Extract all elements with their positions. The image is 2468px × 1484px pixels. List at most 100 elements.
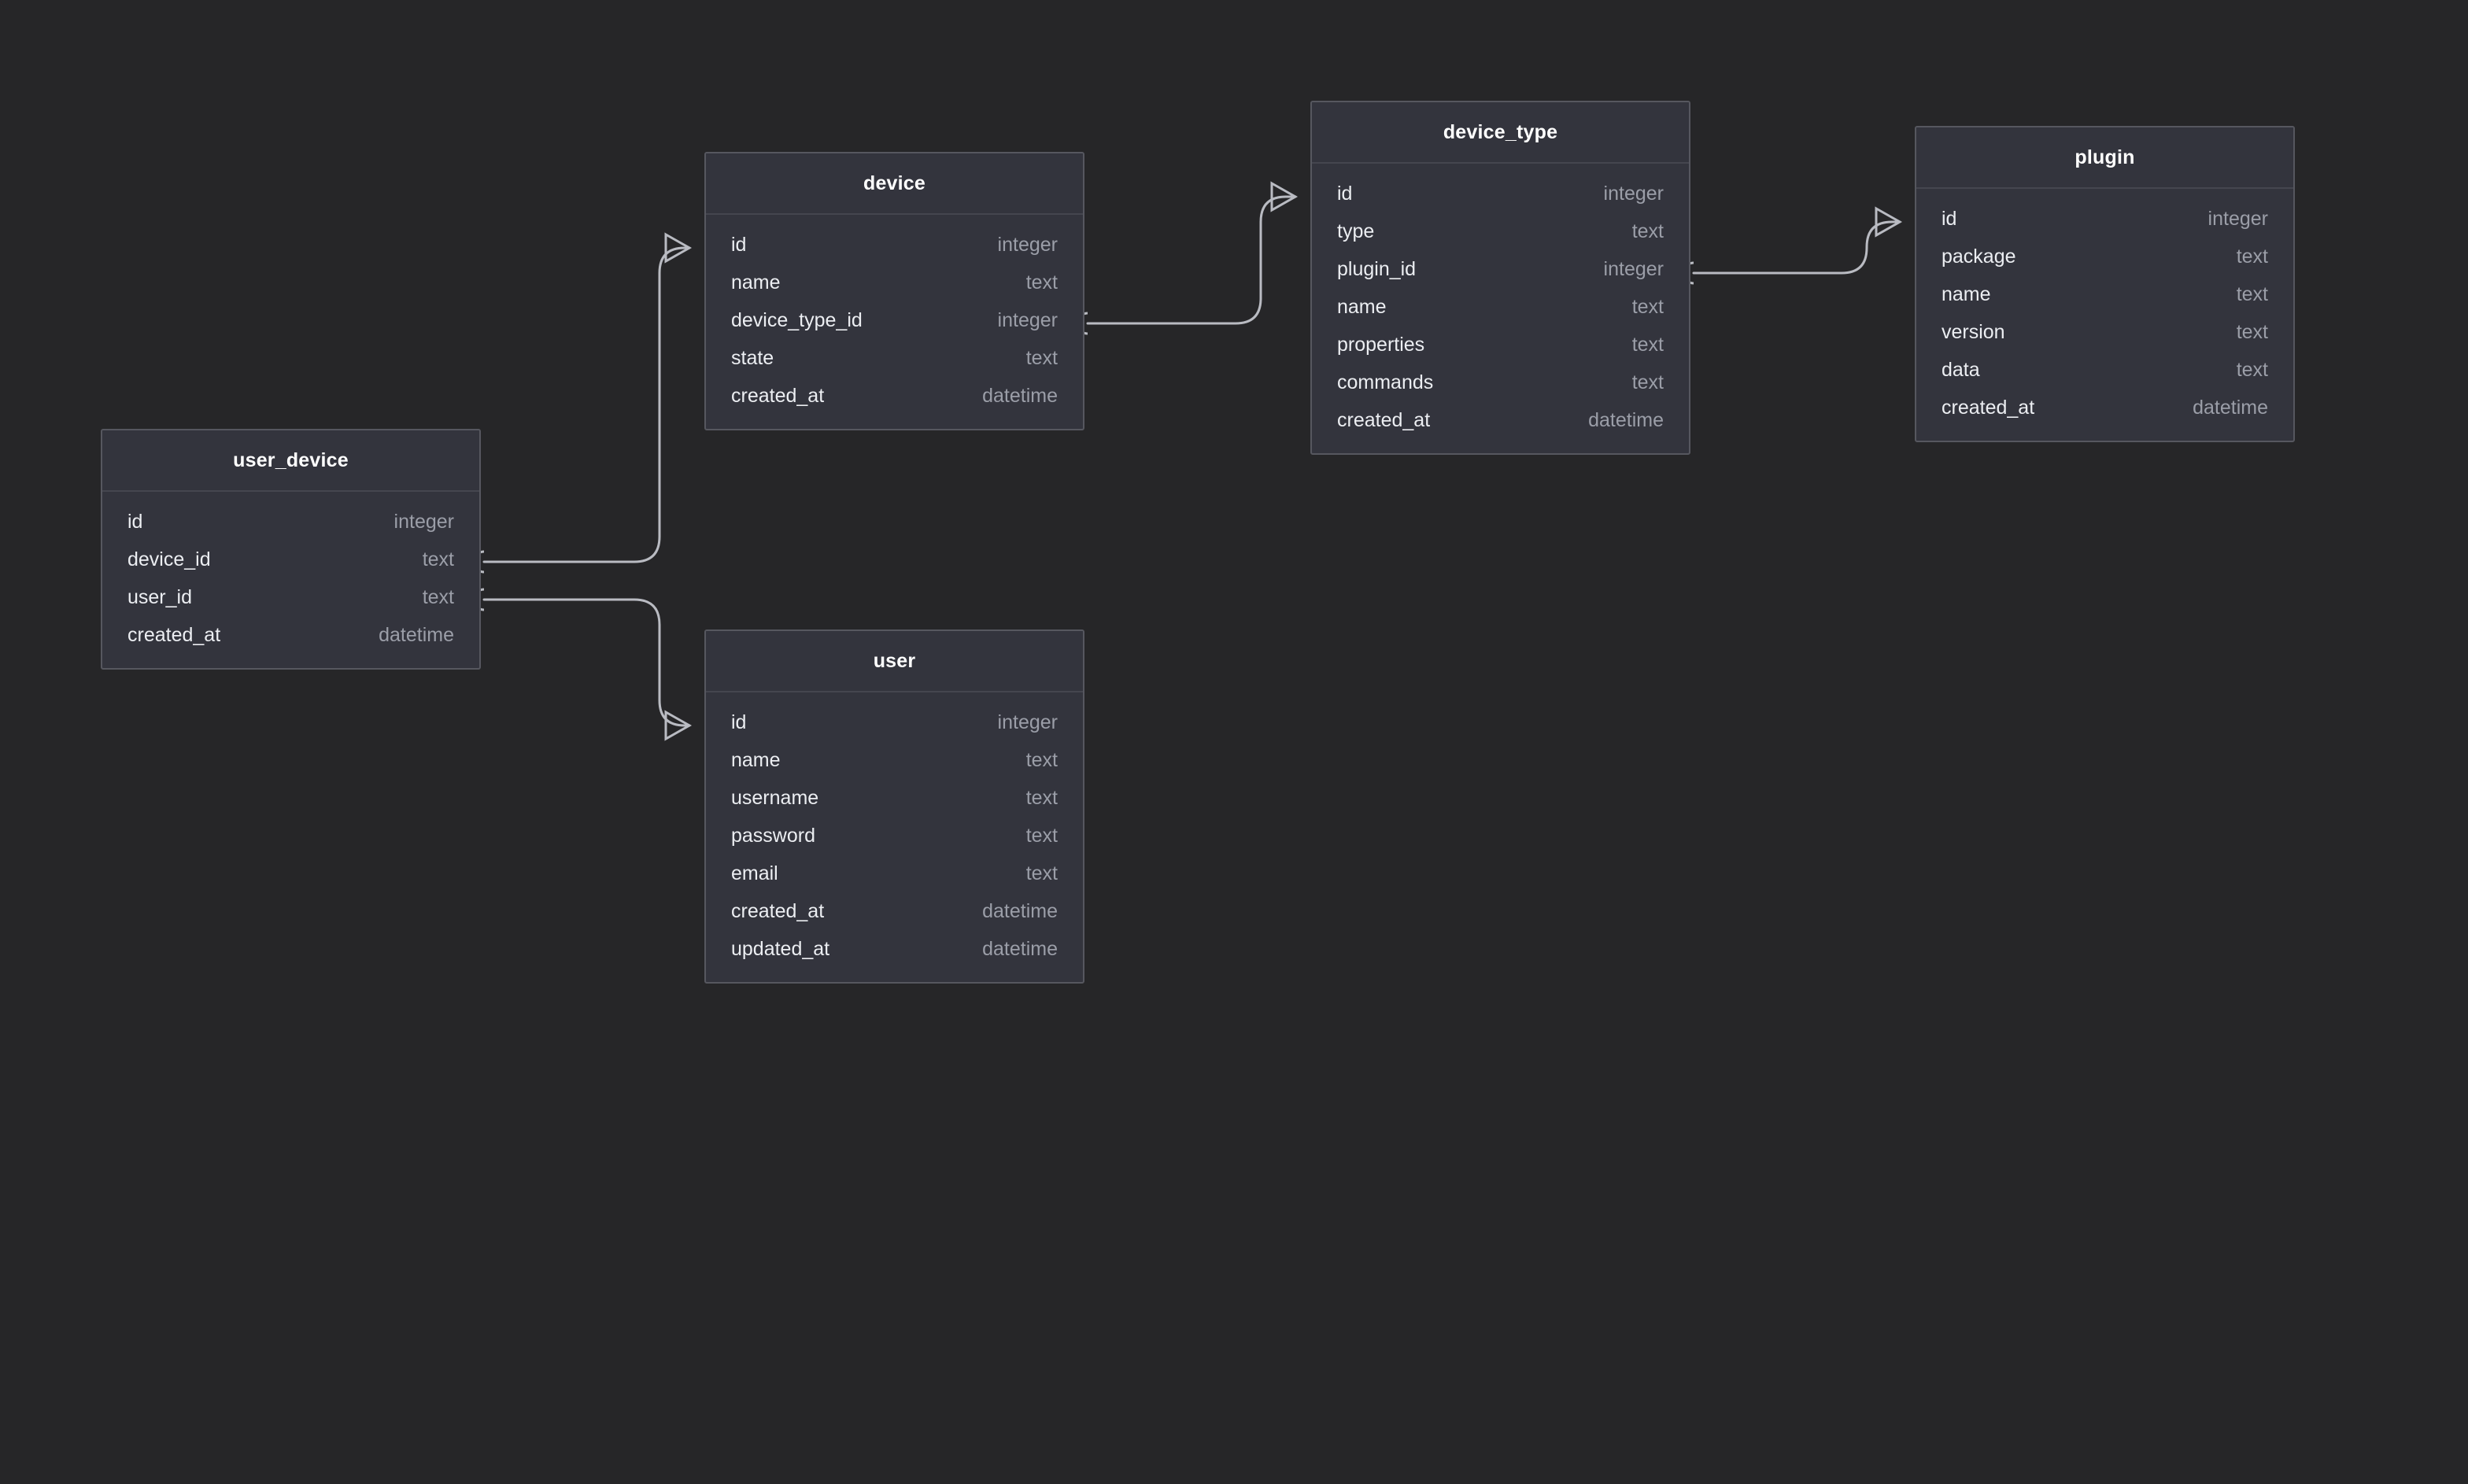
table-row[interactable]: name text xyxy=(1312,288,1689,326)
column-type: text xyxy=(1631,371,1664,393)
table-title-user: user xyxy=(873,649,916,672)
column-name: id xyxy=(731,233,747,256)
column-name: type xyxy=(1337,220,1375,242)
column-name: email xyxy=(731,862,778,884)
table-title-device: device xyxy=(863,172,926,194)
table-row[interactable]: username text xyxy=(706,779,1083,817)
table-header-plugin[interactable]: plugin xyxy=(1916,127,2293,189)
table-row[interactable]: name text xyxy=(706,264,1083,301)
column-type: text xyxy=(1025,271,1058,293)
table-row[interactable]: commands text xyxy=(1312,364,1689,401)
column-type: datetime xyxy=(982,899,1058,922)
table-title-user_device: user_device xyxy=(233,449,349,471)
relationship-user_device-device xyxy=(472,232,693,574)
column-name: plugin_id xyxy=(1337,257,1417,280)
column-type: integer xyxy=(997,711,1058,733)
arrow-triangle-marker xyxy=(664,710,693,741)
column-type: text xyxy=(1025,824,1058,847)
column-name: name xyxy=(731,748,781,771)
column-name: username xyxy=(731,786,819,809)
relationship-user_device-user xyxy=(472,588,693,741)
column-name: data xyxy=(1942,358,1980,381)
table-row[interactable]: created_at datetime xyxy=(1916,389,2293,426)
column-name: properties xyxy=(1337,333,1425,356)
table-header-device[interactable]: device xyxy=(706,153,1083,215)
column-name: created_at xyxy=(127,623,221,646)
column-name: device_id xyxy=(127,548,211,570)
column-name: updated_at xyxy=(731,937,830,960)
table-header-device_type[interactable]: device_type xyxy=(1312,102,1689,164)
column-type: text xyxy=(2236,245,2268,268)
column-name: state xyxy=(731,346,774,369)
relationship-device-device_type xyxy=(1076,181,1299,335)
table-row[interactable]: id integer xyxy=(1916,200,2293,238)
table-header-user[interactable]: user xyxy=(706,631,1083,692)
table-title-device_type: device_type xyxy=(1443,120,1558,143)
table-row[interactable]: data text xyxy=(1916,351,2293,389)
column-type: text xyxy=(2236,320,2268,343)
column-name: created_at xyxy=(1337,408,1431,431)
table-row[interactable]: created_at datetime xyxy=(706,377,1083,415)
column-name: name xyxy=(731,271,781,293)
column-type: integer xyxy=(1603,257,1664,280)
column-type: text xyxy=(2236,282,2268,305)
column-type: text xyxy=(1631,295,1664,318)
column-type: datetime xyxy=(2193,396,2268,419)
table-row[interactable]: package text xyxy=(1916,238,2293,275)
arrow-triangle-marker xyxy=(664,232,693,264)
column-name: id xyxy=(1942,207,1957,230)
column-name: user_id xyxy=(127,585,192,608)
table-row[interactable]: device_type_id integer xyxy=(706,301,1083,339)
column-name: commands xyxy=(1337,371,1434,393)
table-row[interactable]: type text xyxy=(1312,212,1689,250)
column-type: integer xyxy=(2208,207,2268,230)
relationship-device_type-plugin xyxy=(1682,206,1903,285)
relationship-line xyxy=(1692,220,1901,275)
column-type: integer xyxy=(997,233,1058,256)
column-name: device_type_id xyxy=(731,308,863,331)
table-node-device[interactable]: device id integer name text device_type_id int… xyxy=(704,152,1084,430)
table-row[interactable]: id integer xyxy=(706,226,1083,264)
table-row[interactable]: plugin_id integer xyxy=(1312,250,1689,288)
column-type: text xyxy=(2236,358,2268,381)
table-row[interactable]: properties text xyxy=(1312,326,1689,364)
table-header-user_device[interactable]: user_device xyxy=(102,430,479,492)
table-body-device: id integer name text device_type_id integer st… xyxy=(706,215,1083,429)
column-type: integer xyxy=(997,308,1058,331)
column-type: text xyxy=(1631,333,1664,356)
column-name: id xyxy=(1337,182,1353,205)
column-name: created_at xyxy=(1942,396,2035,419)
table-row[interactable]: created_at datetime xyxy=(102,616,479,654)
table-row[interactable]: email text xyxy=(706,855,1083,892)
column-type: text xyxy=(1631,220,1664,242)
column-type: text xyxy=(1025,862,1058,884)
column-type: datetime xyxy=(379,623,454,646)
arrow-triangle-marker xyxy=(1270,181,1299,212)
column-name: created_at xyxy=(731,384,825,407)
column-type: text xyxy=(1025,786,1058,809)
column-name: package xyxy=(1942,245,2016,268)
column-type: datetime xyxy=(982,384,1058,407)
column-name: name xyxy=(1337,295,1387,318)
